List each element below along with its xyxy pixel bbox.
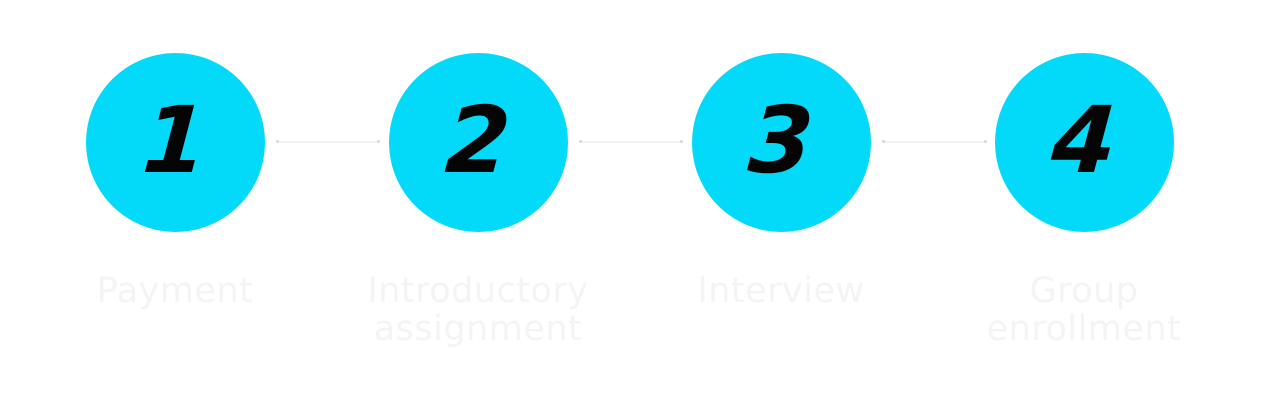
step-label: Group enrollment	[986, 271, 1182, 349]
step-label: Interview	[697, 271, 865, 311]
step-interview: 3 Interview	[661, 53, 901, 310]
step-number-badge: 4	[994, 53, 1174, 232]
step-number: 1	[139, 86, 211, 194]
step-introductory-assignment: 2 Introductory assignment	[358, 53, 598, 348]
step-connector-1-2	[276, 140, 380, 143]
step-number: 2	[442, 86, 514, 194]
step-label: Payment	[96, 271, 254, 311]
step-number: 3	[745, 86, 817, 194]
step-connector-2-3	[579, 140, 683, 143]
step-group-enrollment: 4 Group enrollment	[964, 53, 1204, 348]
step-number: 4	[1048, 86, 1120, 194]
step-payment: 1 Payment	[55, 53, 295, 310]
step-number-badge: 1	[85, 53, 265, 232]
step-number-badge: 3	[691, 53, 871, 232]
step-connector-3-4	[882, 140, 987, 143]
step-number-badge: 2	[388, 53, 568, 232]
step-label: Introductory assignment	[367, 271, 589, 349]
